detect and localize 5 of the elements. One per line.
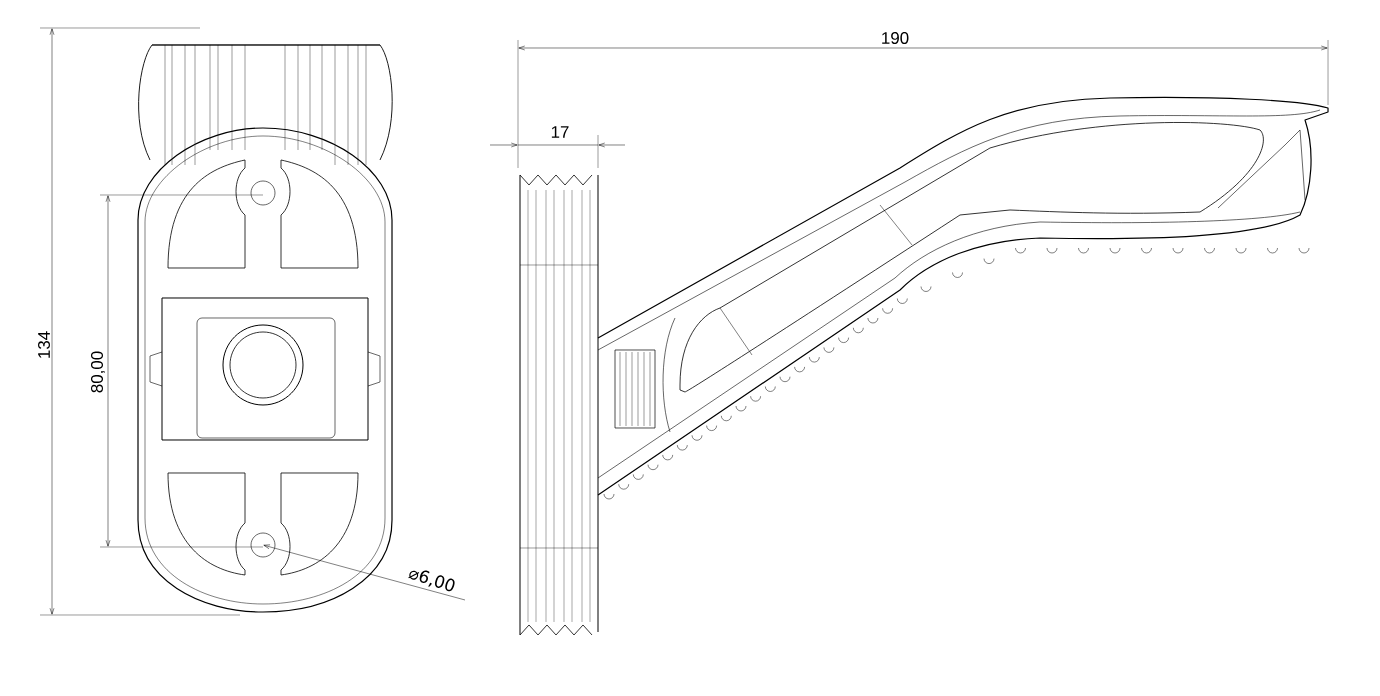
dimension-label: 134: [38, 331, 50, 358]
dimension-label: 80,00: [91, 351, 105, 393]
dimension-label: ⌀6,00: [408, 570, 455, 592]
dimension-label: 17: [551, 126, 569, 138]
dimension-label: 190: [882, 32, 909, 44]
